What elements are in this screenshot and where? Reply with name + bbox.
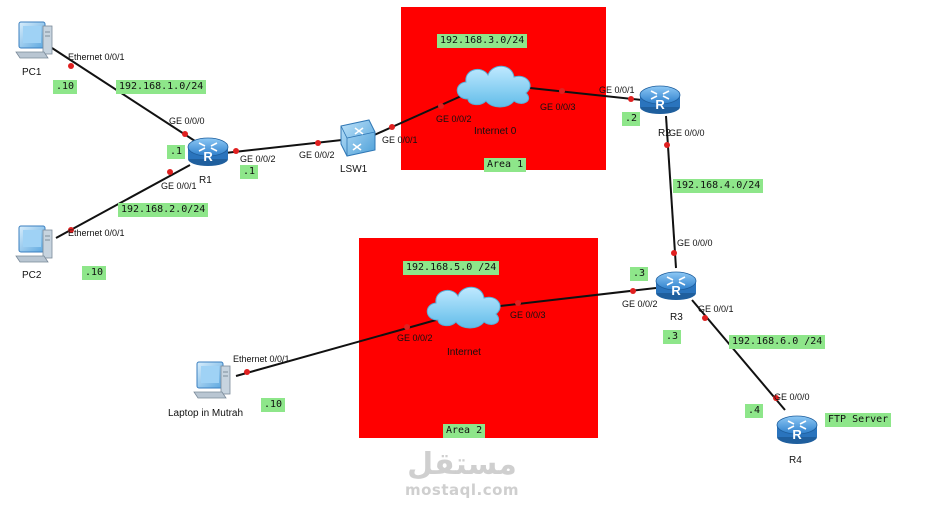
watermark-latin: mostaql.com <box>404 481 520 499</box>
r4-name: R4 <box>789 455 802 466</box>
endpoint-dot <box>664 142 670 148</box>
port-label: GE 0/0/2 <box>622 299 658 309</box>
link-cloud1-r2 <box>529 87 643 101</box>
endpoint-dot <box>628 96 634 102</box>
link-pc2-r1 <box>55 164 191 239</box>
port-label: GE 0/0/1 <box>698 304 734 314</box>
link-pc1-r1 <box>51 47 199 144</box>
area-1-label: Area 1 <box>484 158 527 172</box>
area-2-label: Area 2 <box>443 424 486 438</box>
watermark-arabic: مستقل <box>407 447 517 482</box>
laptop-name: Laptop in Mutrah <box>168 408 244 419</box>
endpoint-dot <box>68 227 74 233</box>
endpoint-dot <box>167 169 173 175</box>
r3-name: R3 <box>670 312 683 323</box>
pc2-name: PC2 <box>22 270 42 281</box>
endpoint-dot <box>182 131 188 137</box>
endpoint-dot <box>438 103 444 109</box>
port-label: Ethernet 0/0/1 <box>68 228 125 238</box>
endpoint-dot <box>559 88 565 94</box>
endpoint-dot <box>233 148 239 154</box>
port-label: Ethernet 0/0/1 <box>68 52 125 62</box>
subnet-tag-net6: 192.168.6.0 /24 <box>729 335 826 349</box>
subnet-tag-net2: 192.168.2.0/24 <box>118 203 209 217</box>
laptop-icon[interactable] <box>193 361 231 399</box>
endpoint-dot <box>404 324 410 330</box>
port-label: GE 0/0/2 <box>299 150 335 160</box>
pc1-icon[interactable] <box>15 21 53 59</box>
watermark: مستقل mostaql.com <box>392 447 532 499</box>
switch-lsw1-icon[interactable] <box>340 119 376 157</box>
subnet-tag-net5: 192.168.5.0 /24 <box>403 261 500 275</box>
port-label: GE 0/0/1 <box>161 181 197 191</box>
endpoint-dot <box>773 395 779 401</box>
router-r4-icon[interactable] <box>776 415 818 445</box>
subnet-tag-net1: 192.168.1.0/24 <box>116 80 207 94</box>
host-tag-r2: .2 <box>622 112 641 126</box>
subnet-tag-net4: 192.168.4.0/24 <box>673 179 764 193</box>
host-tag-r4: .4 <box>745 404 764 418</box>
host-tag-pc2: .10 <box>82 266 107 280</box>
router-r3-icon[interactable] <box>655 271 697 301</box>
host-tag-pc1: .10 <box>53 80 78 94</box>
endpoint-dot <box>244 369 250 375</box>
link-r1-lsw1 <box>224 139 343 154</box>
ftp-server-tag: FTP Server <box>825 413 892 427</box>
endpoint-dot <box>515 300 521 306</box>
link-lsw1-cloud1 <box>371 92 469 137</box>
r1-name: R1 <box>199 175 212 186</box>
port-label: GE 0/0/2 <box>397 333 433 343</box>
router-r1-icon[interactable] <box>187 137 229 167</box>
host-tag-r3-b: .3 <box>663 330 682 344</box>
port-label: GE 0/0/0 <box>677 238 713 248</box>
link-cloud2-laptop <box>235 319 437 377</box>
pc2-icon[interactable] <box>15 225 53 263</box>
port-label: GE 0/0/0 <box>169 116 205 126</box>
endpoint-dot <box>630 288 636 294</box>
router-r2-icon[interactable] <box>639 85 681 115</box>
lsw1-name: LSW1 <box>340 164 368 175</box>
port-label: Ethernet 0/0/1 <box>233 354 290 364</box>
host-tag-r1-a: .1 <box>167 145 186 159</box>
port-label: GE 0/0/2 <box>240 154 276 164</box>
port-label: GE 0/0/3 <box>510 310 546 320</box>
port-label: GE 0/0/1 <box>382 135 418 145</box>
subnet-tag-net3: 192.168.3.0/24 <box>437 34 528 48</box>
r2-name: R2 <box>658 128 671 139</box>
host-tag-r3-a: .3 <box>630 267 649 281</box>
link-r2-r3 <box>665 115 677 269</box>
endpoint-dot <box>315 140 321 146</box>
port-label: GE 0/0/3 <box>540 102 576 112</box>
endpoint-dot <box>68 63 74 69</box>
port-label: GE 0/0/1 <box>599 85 635 95</box>
host-tag-r1-b: .1 <box>240 165 259 179</box>
endpoint-dot <box>702 315 708 321</box>
cloud2-name: Internet <box>447 347 481 358</box>
host-tag-laptop: .10 <box>261 398 286 412</box>
endpoint-dot <box>671 250 677 256</box>
port-label: GE 0/0/0 <box>774 392 810 402</box>
pc1-name: PC1 <box>22 67 42 78</box>
endpoint-dot <box>389 124 395 130</box>
cloud1-name: Internet 0 <box>474 126 517 137</box>
port-label: GE 0/0/2 <box>436 114 472 124</box>
port-label: GE 0/0/0 <box>669 128 705 138</box>
